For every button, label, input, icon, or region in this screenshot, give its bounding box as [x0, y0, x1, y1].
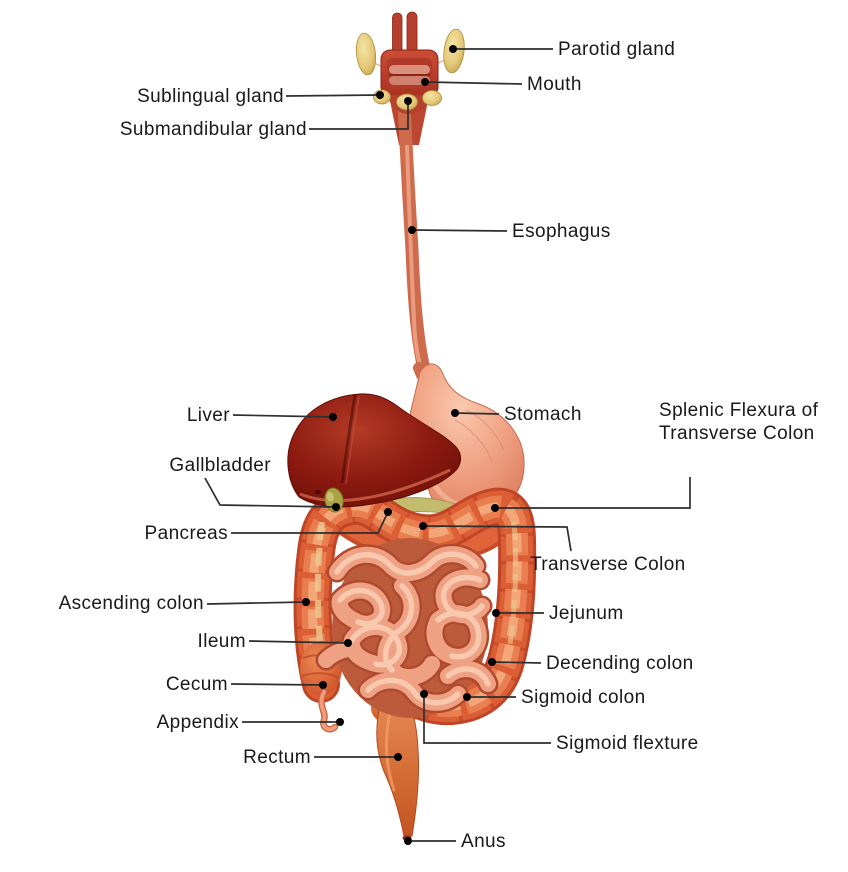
- label-sublingual-gland: Sublingual gland: [137, 86, 284, 107]
- anus-dot: [404, 837, 412, 845]
- stomach-line: [454, 412, 500, 415]
- sigmoid-flexture-line: [423, 694, 551, 744]
- submandibular-gland-line: [309, 101, 409, 130]
- transverse-colon-dot: [419, 522, 427, 530]
- cecum-line: [230, 683, 324, 686]
- gallbladder-line: [204, 477, 337, 508]
- label-ileum: Ileum: [197, 631, 246, 652]
- gallbladder-dot: [332, 503, 340, 511]
- ascending-colon-dot: [302, 598, 310, 606]
- sigmoid-colon-dot: [463, 693, 471, 701]
- pointer-dots: [302, 45, 500, 845]
- esophagus-dot: [408, 226, 416, 234]
- label-transverse-colon: Transverse Colon: [530, 554, 686, 575]
- label-stomach: Stomach: [504, 404, 582, 425]
- label-sigmoid-flexture: Sigmoid flexture: [556, 733, 699, 754]
- label-pancreas: Pancreas: [144, 523, 228, 544]
- label-anus: Anus: [461, 831, 506, 852]
- liver-line: [232, 414, 334, 418]
- pancreas-line: [231, 511, 389, 534]
- label-jejunum: Jejunum: [549, 603, 624, 624]
- ascending-colon-line: [206, 601, 307, 605]
- splenic-flexura-line: [495, 477, 691, 509]
- label-gallbladder: Gallbladder: [169, 455, 271, 476]
- submandibular-gland-dot: [404, 97, 412, 105]
- label-mouth: Mouth: [527, 74, 582, 95]
- parotid-gland-dot: [449, 45, 457, 53]
- label-esophagus: Esophagus: [512, 221, 611, 242]
- sublingual-gland-line: [285, 94, 381, 97]
- cecum-dot: [319, 681, 327, 689]
- rectum-dot: [394, 753, 402, 761]
- label-sigmoid-colon: Sigmoid colon: [521, 687, 646, 708]
- label-decending-colon: Decending colon: [546, 653, 694, 674]
- esophagus-line: [411, 229, 508, 232]
- mouth-line: [424, 81, 523, 85]
- jejunum-dot: [492, 609, 500, 617]
- stomach-dot: [451, 409, 459, 417]
- label-submandibular-gland: Submandibular gland: [119, 119, 307, 140]
- leader-lines: [204, 48, 691, 842]
- esophagus-shape: [389, 93, 456, 403]
- appendix-dot: [336, 718, 344, 726]
- label-splenic-flexura: Splenic Flexura of Transverse Colon: [659, 400, 819, 444]
- ileum-line: [248, 640, 349, 644]
- transverse-colon-line: [422, 525, 572, 552]
- label-liver: Liver: [186, 405, 230, 426]
- decending-colon-dot: [488, 658, 496, 666]
- pancreas-dot: [384, 508, 392, 516]
- liver-dot: [329, 413, 337, 421]
- label-cecum: Cecum: [165, 674, 228, 695]
- label-rectum: Rectum: [243, 747, 311, 768]
- splenic-flexura-dot: [491, 504, 499, 512]
- decending-colon-line: [491, 661, 542, 664]
- liver-shape: [287, 393, 461, 508]
- sublingual-gland-dot: [376, 91, 384, 99]
- label-parotid-gland: Parotid gland: [558, 39, 676, 60]
- small-intestine-shape: [315, 538, 499, 718]
- label-ascending-colon: Ascending colon: [58, 593, 204, 614]
- label-appendix: Appendix: [156, 712, 239, 733]
- mouth-dot: [421, 78, 429, 86]
- appendix-shape: [318, 688, 339, 733]
- ileum-dot: [344, 639, 352, 647]
- sigmoid-flexture-dot: [420, 690, 428, 698]
